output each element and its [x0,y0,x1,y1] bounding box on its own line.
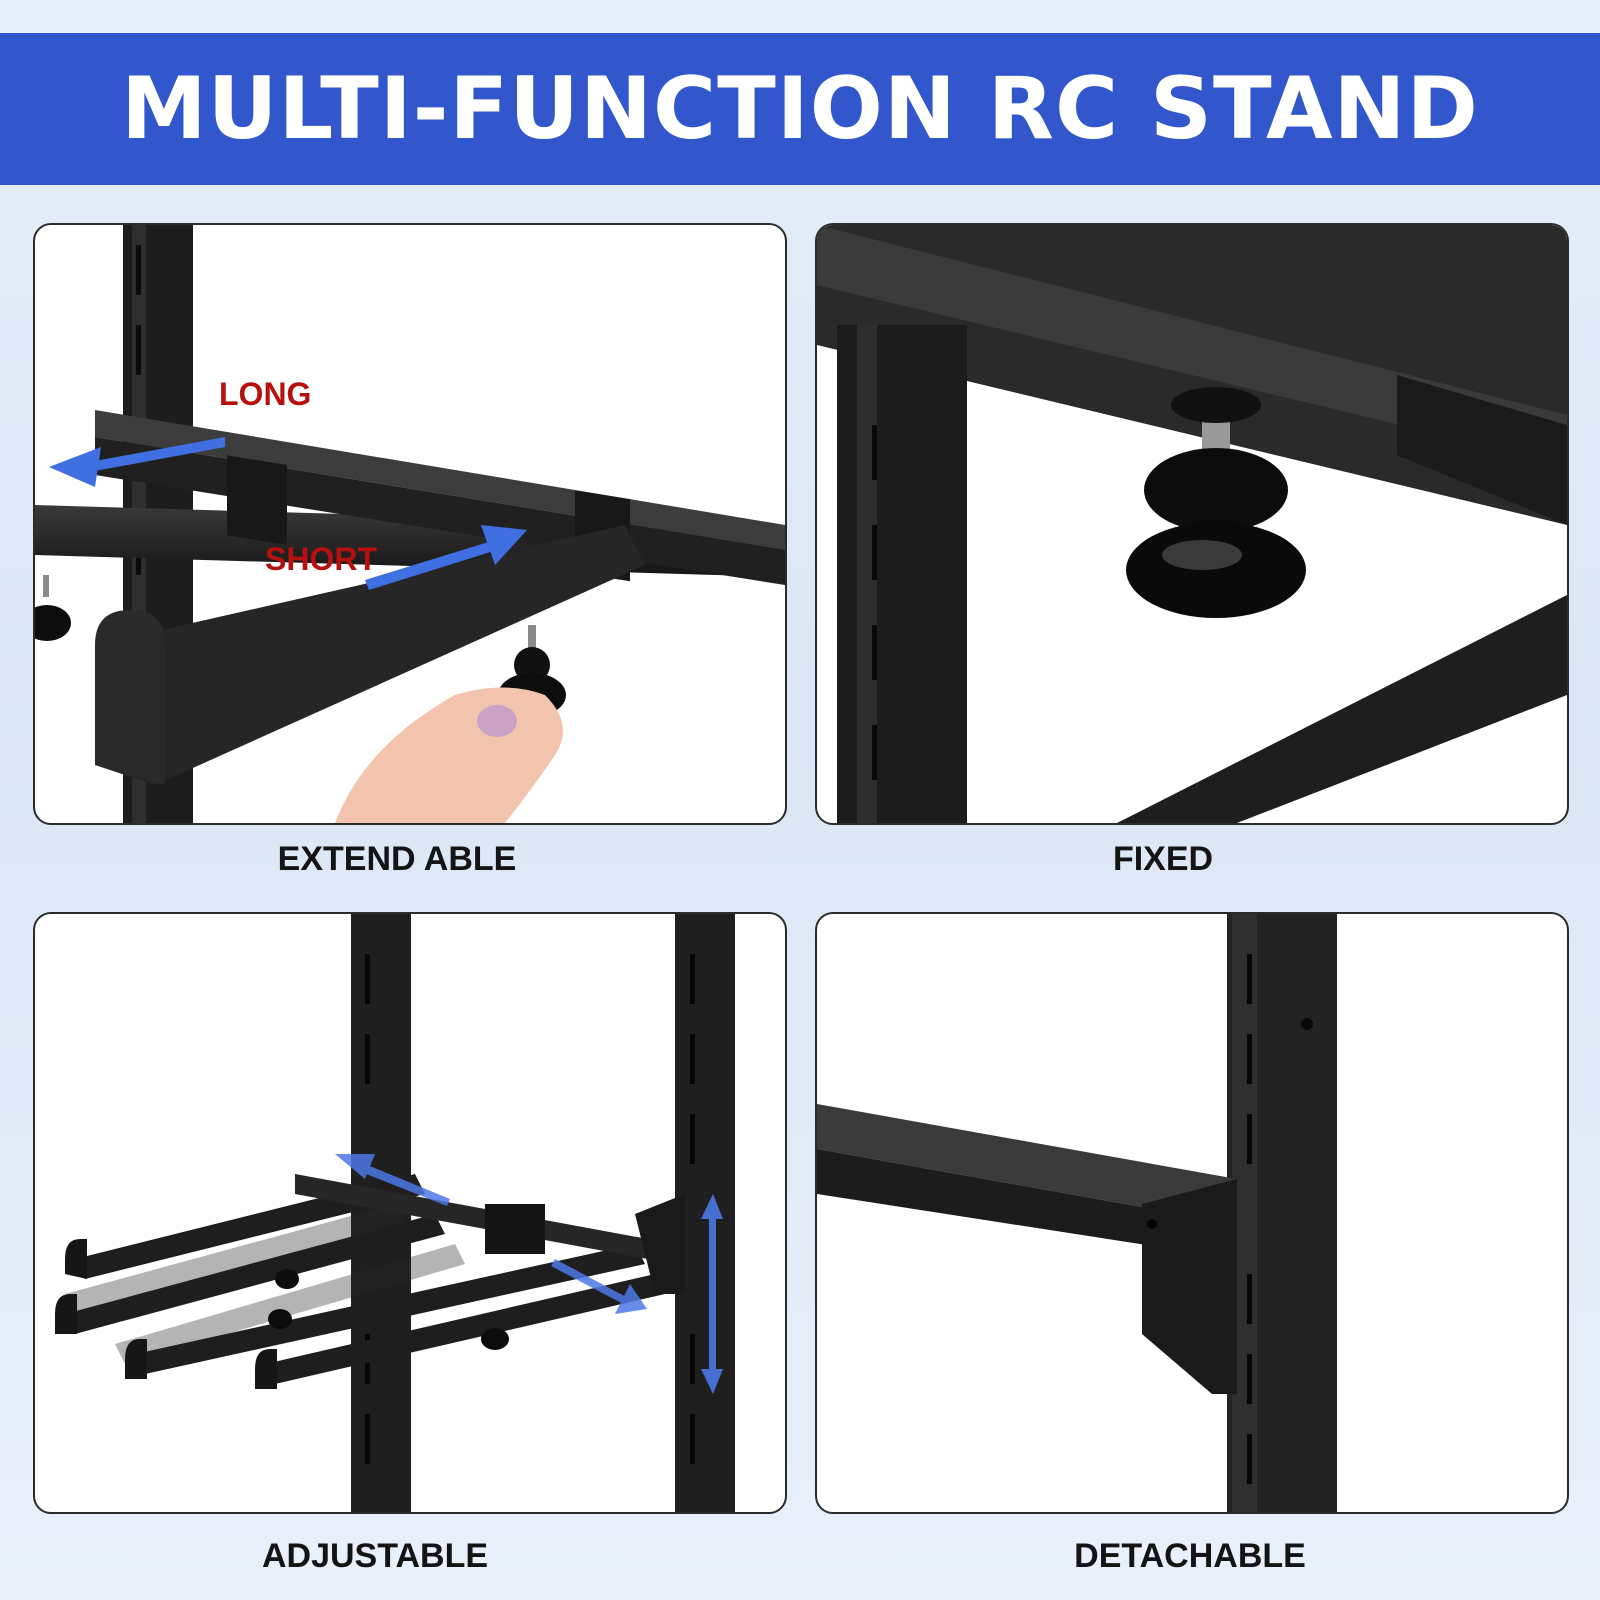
title-banner: MULTI-FUNCTION RC STAND [0,33,1600,185]
caption-detachable: DETACHABLE [1074,1537,1306,1575]
fixed-illustration [817,225,1567,823]
panel-detachable [815,912,1569,1514]
extendable-illustration: LONG SHORT [35,225,785,823]
arrow-horizontal-icon [335,1154,647,1314]
callout-long: LONG [219,376,311,412]
hand-illustration [335,687,563,823]
knob-icon [35,575,71,641]
caption-extendable: EXTEND ABLE [277,840,517,878]
panel-extendable: LONG SHORT [33,223,787,825]
page-title: MULTI-FUNCTION RC STAND [121,59,1479,159]
caption-fixed: FIXED [1112,840,1214,878]
arrow-left-icon [49,437,225,487]
caption-adjustable: ADJUSTABLE [261,1537,489,1575]
detachable-illustration [817,914,1337,1512]
knob-icon [1126,387,1306,618]
callout-short: SHORT [265,541,377,577]
adjustable-illustration [55,914,735,1512]
arrow-right-icon [365,525,527,590]
arrow-vertical-icon [701,1194,723,1394]
panel-fixed [815,223,1569,825]
panel-adjustable [33,912,787,1514]
